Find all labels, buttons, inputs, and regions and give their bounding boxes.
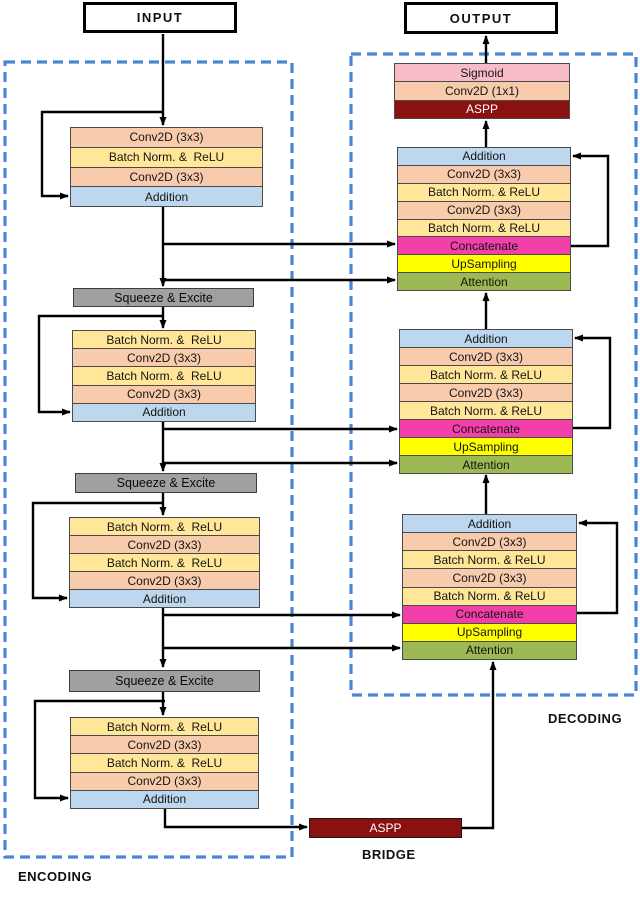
- layer-conv2d: Conv2D (3x3): [398, 201, 570, 220]
- layer-conv2d: Conv2D (3x3): [400, 348, 572, 366]
- layer-conv2d: Conv2D (3x3): [403, 569, 576, 588]
- encoding-label: ENCODING: [18, 869, 93, 884]
- residual-loop-dec2: [573, 334, 612, 430]
- residual-loop-enc1: [40, 110, 163, 200]
- layer-conv2d: Conv2D (3x3): [403, 533, 576, 552]
- encoder-block-4: Batch Norm. & ReLU Conv2D (3x3) Batch No…: [70, 717, 259, 809]
- layer-upsampling: UpSampling: [398, 255, 570, 274]
- layer-batchnorm-relu: Batch Norm. & ReLU: [400, 366, 572, 384]
- layer-batchnorm-relu: Batch Norm. & ReLU: [400, 402, 572, 420]
- bridge-aspp-box: ASPP: [309, 818, 462, 838]
- layer-batchnorm-relu: Batch Norm. & ReLU: [398, 219, 570, 238]
- layer-addition: Addition: [71, 790, 258, 809]
- encoder-block-3: Batch Norm. & ReLU Conv2D (3x3) Batch No…: [69, 517, 260, 608]
- layer-upsampling: UpSampling: [400, 438, 572, 456]
- decoder-head-block: Sigmoid Conv2D (1x1) ASPP: [394, 63, 570, 119]
- layer-conv2d: Conv2D (3x3): [73, 385, 255, 404]
- layer-conv2d: Conv2D (3x3): [71, 167, 262, 188]
- layer-batchnorm-relu: Batch Norm. & ReLU: [403, 551, 576, 570]
- layer-sigmoid: Sigmoid: [395, 64, 569, 83]
- layer-batchnorm-relu: Batch Norm. & ReLU: [73, 367, 255, 386]
- decoder-block-2: Addition Conv2D (3x3) Batch Norm. & ReLU…: [399, 329, 573, 474]
- arrow-bridge-to-dec3: [462, 661, 497, 830]
- residual-loop-enc3: [31, 501, 163, 602]
- layer-conv2d: Conv2D (3x3): [70, 536, 259, 554]
- layer-conv2d: Conv2D (3x3): [400, 384, 572, 402]
- layer-batchnorm-relu: Batch Norm. & ReLU: [403, 587, 576, 606]
- arrow-enc4-to-bridge-aspp: [163, 809, 308, 831]
- layer-batchnorm-relu: Batch Norm. & ReLU: [71, 718, 258, 737]
- layer-concatenate: Concatenate: [400, 420, 572, 438]
- layer-attention: Attention: [403, 641, 576, 659]
- layer-attention: Attention: [398, 273, 570, 290]
- layer-conv2d: Conv2D (3x3): [73, 349, 255, 368]
- output-box: OUTPUT: [404, 2, 558, 34]
- residual-loop-enc4: [33, 699, 165, 802]
- residual-loop-enc2: [37, 314, 163, 416]
- layer-addition: Addition: [70, 590, 259, 607]
- squeeze-excite-1: Squeeze & Excite: [73, 288, 254, 307]
- encoder-block-2: Batch Norm. & ReLU Conv2D (3x3) Batch No…: [72, 330, 256, 422]
- layer-conv2d: Conv2D (3x3): [71, 128, 262, 148]
- layer-batchnorm-relu: Batch Norm. & ReLU: [71, 754, 258, 773]
- layer-conv2d-1x1: Conv2D (1x1): [395, 82, 569, 101]
- layer-addition: Addition: [73, 403, 255, 422]
- layer-batchnorm-relu: Batch Norm. & ReLU: [398, 183, 570, 202]
- layer-addition: Addition: [400, 330, 572, 348]
- layer-addition: Addition: [403, 515, 576, 534]
- squeeze-excite-2: Squeeze & Excite: [75, 473, 257, 493]
- layer-concatenate: Concatenate: [403, 605, 576, 624]
- layer-upsampling: UpSampling: [403, 623, 576, 642]
- layer-aspp: ASPP: [395, 100, 569, 118]
- layer-conv2d: Conv2D (3x3): [71, 736, 258, 755]
- input-box: INPUT: [83, 2, 237, 33]
- layer-concatenate: Concatenate: [398, 237, 570, 256]
- residual-loop-dec1: [571, 152, 610, 248]
- squeeze-excite-3: Squeeze & Excite: [69, 670, 260, 692]
- layer-addition: Addition: [71, 187, 262, 206]
- layer-batchnorm-relu: Batch Norm. & ReLU: [70, 554, 259, 572]
- layer-batchnorm-relu: Batch Norm. & ReLU: [71, 147, 262, 168]
- layer-addition: Addition: [398, 148, 570, 166]
- bridge-label: BRIDGE: [362, 847, 416, 862]
- layer-batchnorm-relu: Batch Norm. & ReLU: [70, 518, 259, 536]
- decoding-label: DECODING: [548, 711, 623, 726]
- layer-attention: Attention: [400, 456, 572, 473]
- encoder-block-1: Conv2D (3x3) Batch Norm. & ReLU Conv2D (…: [70, 127, 263, 207]
- decoder-block-1: Addition Conv2D (3x3) Batch Norm. & ReLU…: [397, 147, 571, 291]
- encoding-region-outline: [3, 60, 294, 859]
- decoder-block-3: Addition Conv2D (3x3) Batch Norm. & ReLU…: [402, 514, 577, 660]
- layer-batchnorm-relu: Batch Norm. & ReLU: [73, 331, 255, 350]
- layer-conv2d: Conv2D (3x3): [398, 165, 570, 184]
- residual-loop-dec3: [577, 519, 619, 615]
- layer-conv2d: Conv2D (3x3): [70, 572, 259, 590]
- layer-conv2d: Conv2D (3x3): [71, 772, 258, 791]
